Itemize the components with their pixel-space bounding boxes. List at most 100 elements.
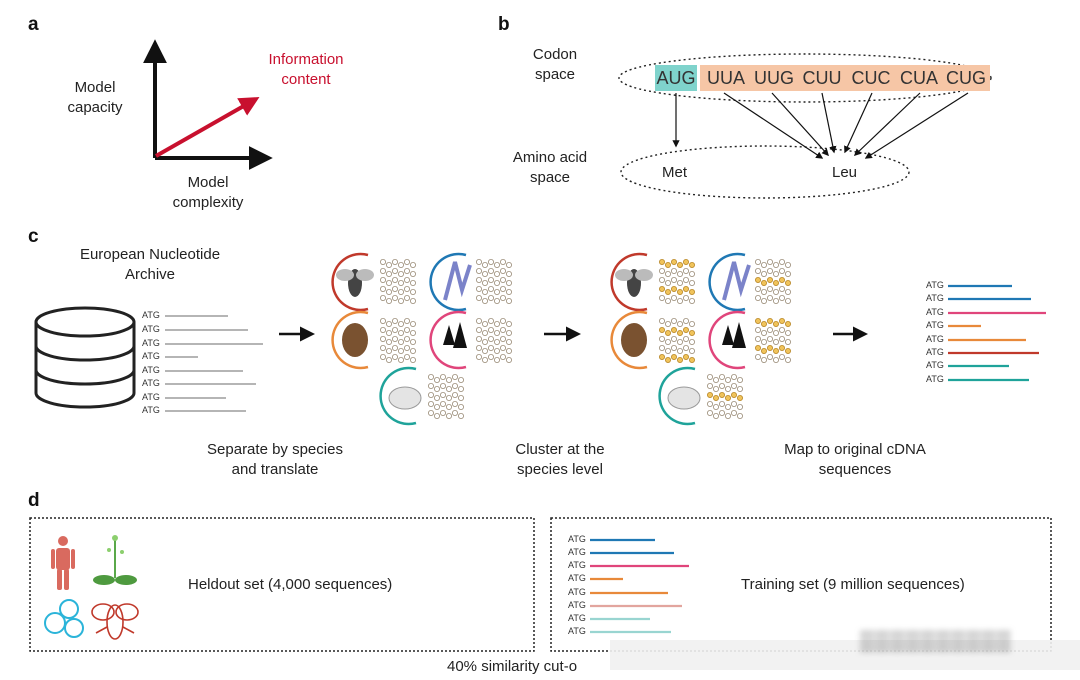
amino-acid-bead — [427, 400, 434, 407]
amino-acid-bead — [475, 335, 482, 342]
amino-acid-bead — [391, 317, 398, 324]
plant-icon — [708, 252, 751, 312]
amino-acid-bead — [379, 285, 386, 292]
amino-acid-bead — [475, 276, 482, 283]
amino-acid-bead — [385, 320, 392, 327]
amino-acid-bead — [707, 382, 714, 389]
amino-acid-bead — [755, 285, 762, 292]
amino-acid-bead — [689, 329, 696, 336]
amino-acid-bead — [391, 335, 398, 342]
atg-label: ATG — [568, 560, 586, 570]
amino-acid-bead — [379, 344, 386, 351]
amino-acid-bead — [505, 297, 512, 304]
amino-acid-bead — [385, 270, 392, 277]
amino-acid-bead — [499, 267, 506, 274]
amino-acid-bead — [409, 288, 416, 295]
amino-acid-bead — [659, 317, 666, 324]
amino-acid-bead — [683, 267, 690, 274]
amino-acid-bead — [493, 279, 500, 286]
amino-acid-bead — [385, 338, 392, 345]
amino-acid-bead — [665, 261, 672, 268]
start-codon: AUG — [656, 68, 696, 88]
amino-acid-bead — [487, 276, 494, 283]
amino-acid-bead — [773, 338, 780, 345]
plant-icon — [429, 252, 472, 312]
atg-label: ATG — [926, 280, 944, 290]
amino-acid-bead — [493, 297, 500, 304]
amino-acid-bead — [665, 270, 672, 277]
amino-acid-bead — [767, 353, 774, 360]
amino-acid-bead — [671, 326, 678, 333]
atg-label: ATG — [568, 613, 586, 623]
amino-acid-bead — [659, 344, 666, 351]
amino-acid-bead — [767, 267, 774, 274]
amino-acid-bead — [391, 294, 398, 301]
amino-acid-bead — [427, 391, 434, 398]
amino-acid-bead — [689, 288, 696, 295]
amino-acid-bead — [493, 320, 500, 327]
amino-acid-bead — [505, 338, 512, 345]
amino-acid-bead — [493, 329, 500, 336]
amino-acid-bead — [403, 317, 410, 324]
amino-acid-bead — [403, 326, 410, 333]
amino-acid-bead — [761, 297, 768, 304]
amino-acid-bead — [475, 353, 482, 360]
amino-acid-bead — [457, 385, 464, 392]
amino-acid-bead — [379, 276, 386, 283]
amino-acid-bead — [505, 261, 512, 268]
panel-label-b: b — [498, 14, 510, 35]
amino-acid-bead — [677, 297, 684, 304]
amino-acid-bead — [665, 320, 672, 327]
amino-acid-bead — [659, 258, 666, 265]
amino-acid-bead — [755, 258, 762, 265]
amino-acid-bead — [379, 267, 386, 274]
amino-acid-bead — [385, 288, 392, 295]
codon-cuu: CUU — [802, 68, 842, 88]
amino-acid-bead — [713, 385, 720, 392]
amino-acid-bead — [409, 261, 416, 268]
amino-acid-bead — [683, 276, 690, 283]
amino-acid-bead — [391, 267, 398, 274]
amino-acid-bead — [779, 353, 786, 360]
atg-label: ATG — [568, 534, 586, 544]
amino-acid-bead — [439, 409, 446, 416]
amino-acid-bead — [767, 335, 774, 342]
amino-acid-bead — [677, 347, 684, 354]
amino-acid-bead — [481, 329, 488, 336]
amino-acid-bead — [689, 356, 696, 363]
amino-acid-bead — [487, 344, 494, 351]
amino-acid-bead — [487, 326, 494, 333]
amino-acid-bead — [689, 261, 696, 268]
amino-acid-bead — [505, 356, 512, 363]
atg-label: ATG — [926, 334, 944, 344]
amino-acid-bead — [481, 288, 488, 295]
amino-acid-bead — [445, 412, 452, 419]
amino-acid-bead — [779, 335, 786, 342]
amino-acid-bead — [737, 394, 744, 401]
amino-acid-bead — [397, 288, 404, 295]
codon-cuc: CUC — [851, 68, 891, 88]
amino-acid-bead — [487, 335, 494, 342]
amino-acid-bead — [445, 403, 452, 410]
atg-label: ATG — [142, 338, 160, 348]
amino-acid-bead — [439, 373, 446, 380]
fly-icon — [610, 252, 653, 312]
amino-acid-bead — [707, 409, 714, 416]
amino-acid-bead — [779, 326, 786, 333]
step-separate-translate: Separate by species and translate — [207, 441, 343, 478]
amino-acid-bead — [403, 258, 410, 265]
atg-label: ATG — [142, 405, 160, 415]
amino-acid-bead — [761, 356, 768, 363]
amino-acid-bead — [683, 285, 690, 292]
amino-acid-bead — [785, 329, 792, 336]
amino-acid-bead — [409, 356, 416, 363]
species-group-clustered — [610, 252, 751, 426]
amino-acid-bead — [379, 317, 386, 324]
amino-acid-bead — [659, 353, 666, 360]
database-label: European Nucleotide Archive — [79, 246, 221, 283]
amino-acid-bead — [671, 317, 678, 324]
amino-acid-bead — [403, 353, 410, 360]
amino-acid-bead — [683, 335, 690, 342]
amino-acid-bead — [761, 338, 768, 345]
panel-label-c: c — [28, 226, 39, 247]
